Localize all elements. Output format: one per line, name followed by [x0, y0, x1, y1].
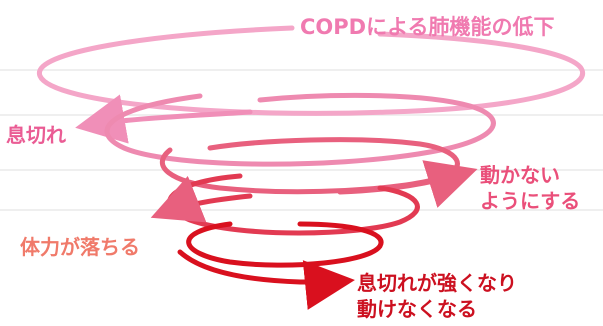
spiral-ring-1 — [37, 25, 586, 116]
arrow-to-inactive — [337, 160, 478, 208]
label-outcome-line-1: 息切れが強くなり — [357, 271, 517, 295]
label-inactive-line-1: 動かない — [480, 163, 560, 187]
spiral-ring-2 — [104, 92, 496, 167]
label-inactive-line-2: ようにする — [480, 189, 581, 213]
spiral-ring-5 — [186, 221, 384, 268]
label-outcome-line-2: 動けなくなる — [357, 297, 477, 321]
label-outcome: 息切れが強くなり 動けなくなる — [357, 270, 517, 322]
arrow-to-breathless — [75, 94, 253, 144]
label-inactive: 動かない ようにする — [480, 162, 580, 214]
label-breathless: 息切れ — [6, 123, 66, 147]
arrow-to-stamina — [150, 175, 253, 223]
arrow-to-outcome — [177, 249, 355, 310]
label-stamina-down: 体力が落ちる — [20, 235, 140, 259]
diagram-title: COPDによる肺機能の低下 — [300, 15, 555, 39]
